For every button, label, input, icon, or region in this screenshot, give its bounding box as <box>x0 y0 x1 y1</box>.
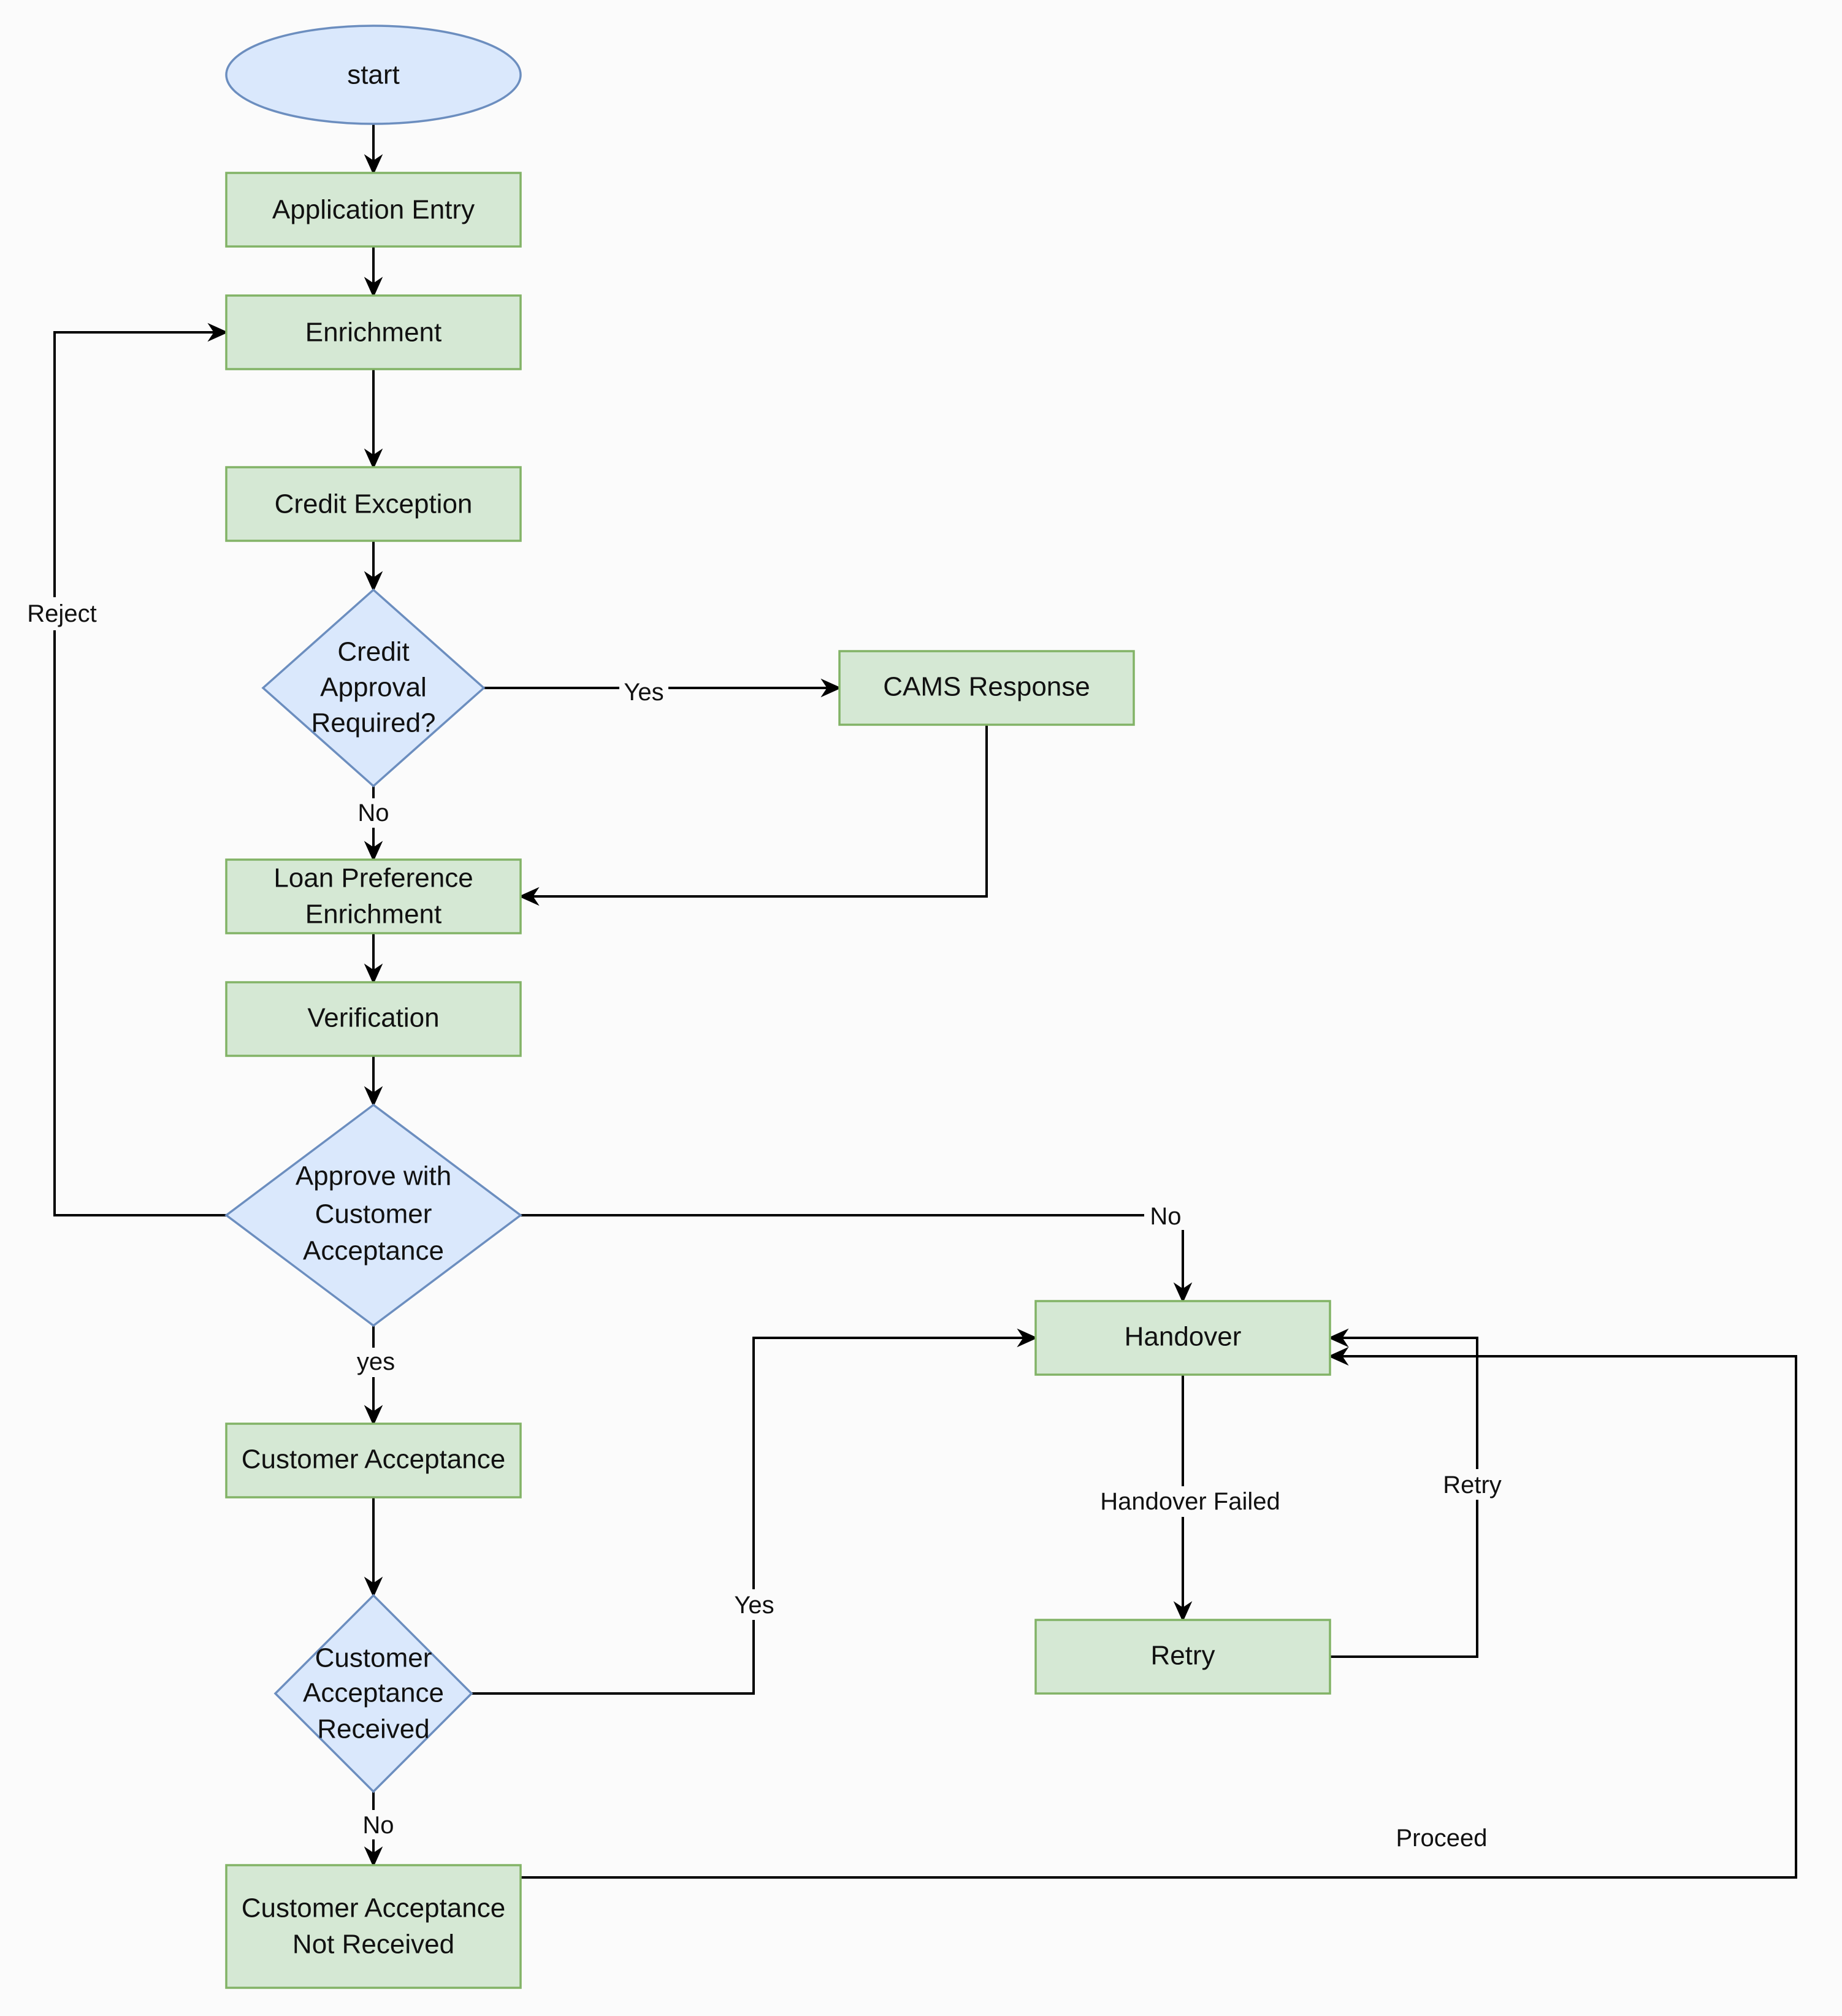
yes-received-edge-label: Yes <box>728 1589 781 1620</box>
handover-failed-label: Handover Failed <box>1100 1488 1280 1515</box>
approve-label-line-1: Approve with <box>296 1161 451 1191</box>
edge-not-received-proceed-to-handover <box>521 1346 1797 1879</box>
edge-received-yes-to-handover <box>472 1328 1038 1695</box>
approve-label-line-2: Customer <box>315 1199 432 1229</box>
start-node: start <box>225 25 522 125</box>
proceed-label: Proceed <box>1396 1825 1488 1852</box>
application-entry-node: Application Entry <box>225 172 522 248</box>
handover-node: Handover <box>1034 1300 1331 1376</box>
enrichment-node: Enrichment <box>225 294 522 370</box>
no-received-label: No <box>362 1812 394 1839</box>
approve-label-line-3: Acceptance <box>303 1236 444 1266</box>
verification-node: Verification <box>225 981 522 1057</box>
received-label-line-2: Acceptance <box>303 1678 444 1708</box>
cams-response-node: CAMS Response <box>838 650 1135 726</box>
no-received-edge-label: No <box>357 1810 400 1839</box>
not-received-label-line-1: Customer Acceptance <box>242 1893 505 1923</box>
reject-label: Reject <box>27 600 96 627</box>
received-label-line-1: Customer <box>315 1643 432 1673</box>
cams-response-label: CAMS Response <box>883 672 1090 702</box>
credit-exception-node: Credit Exception <box>225 466 522 542</box>
loan-preference-label-line-2: Enrichment <box>305 899 442 930</box>
credit-approval-required-node: Credit Approval Required? <box>261 588 486 788</box>
loan-preference-label-line-1: Loan Preference <box>273 863 473 893</box>
no-handover-edge-label: No <box>1144 1202 1187 1230</box>
yes-received-label: Yes <box>734 1592 774 1619</box>
edge-approve-no-to-handover <box>521 1214 1193 1304</box>
retry-edge-label: Retry <box>1438 1469 1505 1500</box>
yes-acceptance-edge-label: yes <box>351 1348 400 1377</box>
no-credit-edge-label: No <box>353 798 396 828</box>
proceed-edge-label: Proceed <box>1396 1825 1488 1852</box>
start-label: start <box>347 60 400 90</box>
nodes: start Application Entry Enrichment Credi… <box>224 25 1331 1989</box>
retry-node: Retry <box>1034 1619 1331 1695</box>
received-label-line-3: Received <box>317 1714 429 1744</box>
edge-labels: Reject Yes No No yes Handover Failed Ret… <box>18 597 1505 1852</box>
reject-edge-label: Reject <box>18 597 97 630</box>
yes-cams-label: Yes <box>624 679 663 706</box>
credit-approval-label-line-1: Credit <box>337 637 409 667</box>
credit-exception-label: Credit Exception <box>275 489 473 519</box>
approve-with-customer-acceptance-node: Approve with Customer Acceptance <box>224 1103 522 1327</box>
customer-acceptance-received-node: Customer Acceptance Received <box>273 1594 473 1793</box>
retry-edge-text: Retry <box>1443 1472 1502 1499</box>
no-credit-label: No <box>357 800 389 827</box>
not-received-label-line-2: Not Received <box>292 1930 454 1960</box>
application-entry-label: Application Entry <box>272 195 475 225</box>
customer-acceptance-label: Customer Acceptance <box>242 1445 505 1475</box>
loan-preference-enrichment-node: Loan Preference Enrichment <box>225 858 522 934</box>
no-handover-label: No <box>1150 1203 1181 1230</box>
edge-cams-to-loan-preference <box>518 725 988 906</box>
enrichment-label: Enrichment <box>305 318 442 348</box>
handover-failed-edge-label: Handover Failed <box>1088 1486 1291 1517</box>
customer-acceptance-not-received-node: Customer Acceptance Not Received <box>225 1864 522 1989</box>
credit-approval-label-line-2: Approval <box>320 673 427 703</box>
edge-approve-reject-to-enrichment <box>53 323 229 1216</box>
customer-acceptance-node: Customer Acceptance <box>225 1422 522 1499</box>
credit-approval-label-line-3: Required? <box>311 708 435 738</box>
verification-label: Verification <box>307 1003 439 1033</box>
yes-cams-edge-label: Yes <box>619 677 668 708</box>
handover-label: Handover <box>1125 1322 1242 1352</box>
retry-label: Retry <box>1150 1641 1215 1671</box>
yes-acceptance-label: yes <box>357 1348 395 1375</box>
